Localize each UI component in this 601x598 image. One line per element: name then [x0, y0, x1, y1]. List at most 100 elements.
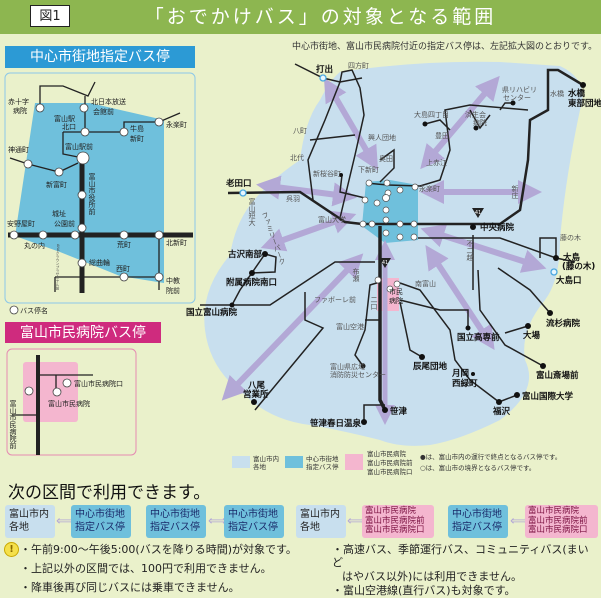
svg-text:附属病院南口: 附属病院南口: [226, 277, 277, 288]
svg-text:城址: 城址: [52, 209, 66, 218]
svg-text:富山市役所前: 富山市役所前: [88, 172, 96, 216]
pair4-arrow-icon: ⟺: [510, 514, 529, 529]
svg-text:布瀬: 布瀬: [352, 267, 360, 283]
header-bar: [0, 0, 601, 34]
svg-text:新庄: 新庄: [511, 184, 519, 200]
terminal-stops: [229, 82, 586, 425]
center-district-stops: [359, 179, 419, 293]
svg-text:公園前: 公園前: [54, 219, 75, 228]
svg-text:会館前: 会館前: [93, 107, 114, 116]
note-right-2: ・富山空港線(直行バス)も対象です。: [332, 584, 516, 597]
svg-text:富山短大: 富山短大: [248, 197, 256, 227]
legend-swatch-hospital: [345, 454, 363, 470]
svg-text:月岡: 月岡: [451, 369, 469, 379]
svg-text:笹津春日温泉: 笹津春日温泉: [309, 418, 362, 429]
svg-text:打出: 打出: [316, 64, 333, 75]
svg-text:北代: 北代: [290, 153, 304, 162]
svg-text:国立高専前: 国立高専前: [457, 332, 500, 343]
note-right-1-cont: はやバス以外)には利用できません。: [342, 570, 522, 583]
svg-text:営業所: 営業所: [243, 389, 269, 400]
svg-text:奥田: 奥田: [379, 154, 393, 163]
svg-text:新富町: 新富町: [46, 180, 67, 189]
svg-text:二口: 二口: [370, 296, 378, 310]
svg-text:笹津: 笹津: [389, 406, 408, 417]
roads: [200, 63, 584, 422]
pair1-to: 中心市街地指定バス停: [71, 505, 131, 538]
svg-text:県リハビリ: 県リハビリ: [502, 85, 537, 94]
pair3-from: 富山市内各地: [296, 505, 346, 538]
svg-text:中央病院: 中央病院: [480, 222, 515, 233]
hospital-inset-map: 富山市民病院口 富山市民病院 富山市民病院前: [6, 348, 137, 456]
legend-center-label: 中心市街地指定バス停: [306, 455, 339, 471]
note-left-2: ・上記以外の区間では、100円で利用できません。: [20, 562, 272, 575]
pair3-arrow-icon: ⟺: [347, 514, 366, 529]
pair1-arrow-icon: ⟺: [56, 514, 75, 529]
svg-text:病院: 病院: [389, 296, 403, 305]
svg-text:41: 41: [475, 210, 481, 216]
svg-text:下新町: 下新町: [358, 165, 379, 174]
legend-hospital-label-3: 富山市民病院口: [367, 468, 413, 476]
svg-text:荒町: 荒町: [117, 240, 131, 249]
svg-text:済生会: 済生会: [465, 110, 486, 119]
svg-text:センター: センター: [503, 93, 531, 102]
svg-text:西緑町: 西緑町: [452, 378, 478, 389]
svg-text:安野屋町: 安野屋町: [7, 219, 35, 228]
legend-hospital-label-1: 富山市民病院: [367, 450, 406, 458]
svg-text:南富山: 南富山: [415, 279, 436, 288]
svg-text:病院: 病院: [13, 106, 27, 115]
page-title: 「おでかけバス」の対象となる範囲: [144, 6, 497, 28]
route-41-marker: 41 41: [379, 208, 484, 268]
center-inset-map: 赤十字 病院 北日本放送 会館前 富山駅 北口 牛島 新町 永楽町 富山駅前 神…: [4, 72, 196, 315]
map-labels: 打出 四方町 八町 北代 呉羽 新桜谷町 老田口 富山短大 富山大学 ファミリー…: [186, 61, 601, 429]
svg-text:福沢: 福沢: [492, 406, 511, 417]
svg-text:41: 41: [382, 260, 388, 266]
legend-swatch-center: [285, 456, 303, 468]
svg-text:(藤の木): (藤の木): [562, 261, 595, 272]
svg-text:新桜谷町: 新桜谷町: [313, 169, 341, 178]
svg-text:中教: 中教: [166, 276, 180, 285]
svg-text:永楽町: 永楽町: [166, 120, 187, 129]
pair2-arrow-icon: ⟺: [208, 514, 227, 529]
svg-text:富山空港: 富山空港: [336, 322, 364, 331]
svg-text:永楽町: 永楽町: [419, 184, 440, 193]
hospital-stops-heading: 富山市民病院バス停: [5, 322, 161, 343]
svg-text:新町: 新町: [130, 134, 144, 143]
warning-icon: !: [4, 542, 19, 557]
svg-text:富山大学: 富山大学: [318, 215, 346, 224]
svg-text:ANAクラウンプラザホテル前: ANAクラウンプラザホテル前: [55, 244, 60, 290]
svg-text:不二越: 不二越: [466, 240, 474, 262]
svg-text:八尾: 八尾: [247, 381, 266, 391]
svg-text:富山駅前: 富山駅前: [65, 142, 93, 151]
svg-text:上赤江: 上赤江: [426, 158, 447, 167]
pair3-to: 富山市民病院富山市民病院前富山市民病院口: [362, 505, 434, 538]
svg-text:東部団地: 東部団地: [568, 98, 601, 109]
legend-hospital-label-2: 富山市民病院前: [367, 459, 413, 467]
svg-text:北新町: 北新町: [166, 238, 187, 247]
svg-text:牛島: 牛島: [130, 124, 144, 133]
svg-text:大場: 大場: [523, 330, 541, 341]
svg-text:古沢南部: 古沢南部: [228, 249, 263, 260]
svg-text:富山市民病院: 富山市民病院: [48, 399, 90, 408]
svg-text:消防防災センター: 消防防災センター: [330, 370, 386, 379]
svg-text:流杉病院: 流杉病院: [546, 318, 581, 329]
center-area: [362, 180, 418, 243]
svg-text:ファボーレ前: ファボーレ前: [314, 295, 356, 304]
center-stops-heading: 中心市街地指定バス停: [5, 46, 195, 68]
legend-swatch-city: [232, 456, 250, 468]
pair1-from: 富山市内各地: [5, 505, 55, 538]
svg-text:富山市民病院前: 富山市民病院前: [9, 399, 17, 450]
svg-text:富山市民病院口: 富山市民病院口: [74, 379, 123, 388]
svg-text:北日本放送: 北日本放送: [91, 97, 126, 106]
svg-text:水橋: 水橋: [550, 89, 564, 98]
svg-text:国立富山病院: 国立富山病院: [186, 307, 238, 318]
svg-text:藤の木: 藤の木: [560, 233, 581, 242]
svg-text:富山県広域: 富山県広域: [330, 362, 365, 371]
svg-text:丸の内: 丸の内: [24, 241, 45, 250]
svg-text:病院: 病院: [473, 118, 487, 127]
boundary-stops: [239, 74, 558, 276]
svg-text:富山斎場前: 富山斎場前: [536, 370, 579, 381]
pair4-from: 中心市街地指定バス停: [448, 505, 508, 538]
svg-text:富山国際大学: 富山国際大学: [522, 391, 574, 402]
pair4-to: 富山市民病院富山市民病院前富山市民病院口: [525, 505, 598, 538]
